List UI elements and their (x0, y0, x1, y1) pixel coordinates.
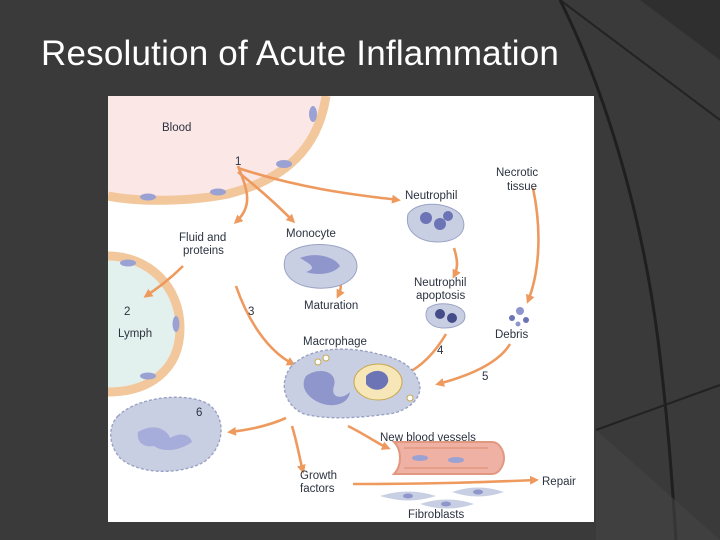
label-fibroblasts: Fibroblasts (408, 509, 464, 521)
label-new-blood-vessels: New blood vessels (380, 432, 476, 444)
new-blood-vessel (391, 441, 506, 475)
apoptotic-neutrophil (425, 303, 466, 329)
neutrophil-cell (406, 203, 465, 243)
cell-six (110, 396, 222, 472)
label-debris: Debris (495, 329, 528, 341)
slide-title: Resolution of Acute Inflammation (41, 34, 560, 73)
label-monocyte: Monocyte (286, 228, 336, 240)
label-fluid-line2: proteins (183, 245, 224, 257)
label-growth-line1: Growth (300, 470, 337, 482)
label-neutrophil-apoptosis-line2: apoptosis (416, 290, 465, 302)
label-step2: 2 (124, 306, 130, 318)
fibroblasts (380, 487, 504, 509)
macrophage-cell (283, 348, 421, 419)
label-step4: 4 (437, 345, 444, 357)
blood-vessel (108, 96, 331, 205)
debris (509, 307, 529, 327)
label-necrotic-line1: Necrotic (496, 167, 538, 179)
label-maturation: Maturation (304, 300, 358, 312)
label-blood: Blood (162, 122, 191, 134)
inflammation-diagram: Blood 1 Necrotic tissue Neutrophil Fluid… (108, 96, 594, 522)
label-step6: 6 (196, 407, 202, 419)
monocyte-cell (283, 244, 358, 289)
label-neutrophil: Neutrophil (405, 190, 457, 202)
label-growth-line2: factors (300, 483, 335, 495)
label-lymph: Lymph (118, 328, 152, 340)
label-repair: Repair (542, 476, 576, 488)
label-necrotic-line2: tissue (507, 181, 537, 193)
label-fluid-line1: Fluid and (179, 232, 226, 244)
label-step1: 1 (235, 156, 241, 168)
label-neutrophil-apoptosis-line1: Neutrophil (414, 277, 466, 289)
label-step5: 5 (482, 371, 488, 383)
label-macrophage: Macrophage (303, 336, 367, 348)
label-step3: 3 (248, 306, 254, 318)
lymph-vessel (108, 251, 185, 397)
